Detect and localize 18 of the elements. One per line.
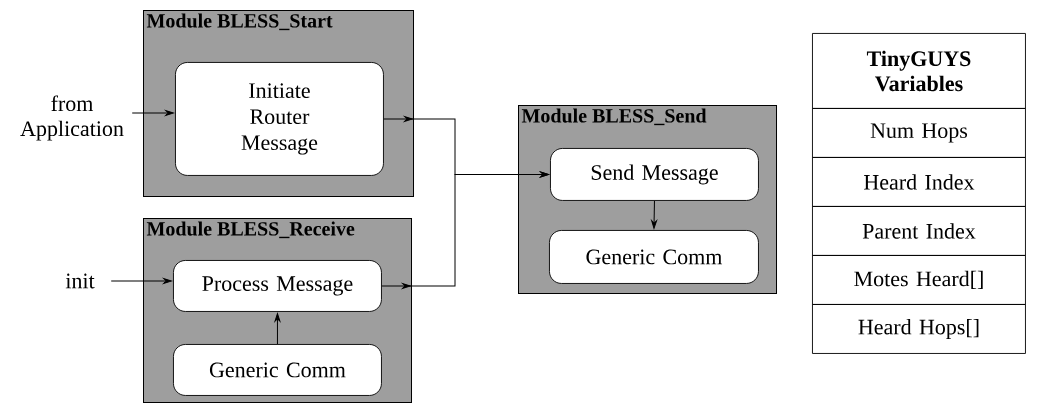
process-box: Send Message — [550, 148, 759, 201]
table-cell: Num Hops — [812, 108, 1026, 158]
process-box: Initiate Router Message — [175, 62, 384, 176]
process-box: Generic Comm — [173, 344, 382, 396]
process-box: Generic Comm — [549, 230, 759, 284]
arrow — [274, 313, 281, 345]
arrow — [381, 171, 549, 289]
arrow — [131, 110, 174, 116]
process-box: Process Message — [173, 260, 382, 312]
table-cell: Heard Hops[] — [812, 304, 1026, 354]
input-label: init — [65, 273, 95, 289]
arrow — [651, 200, 658, 229]
table-cell: Heard Index — [812, 157, 1026, 207]
arrow — [110, 278, 172, 284]
input-label: from Application — [20, 95, 124, 141]
table-cell: TinyGUYS Variables — [812, 33, 1026, 109]
table-cell: Motes Heard[] — [812, 255, 1026, 305]
table-cell: Parent Index — [812, 206, 1026, 256]
